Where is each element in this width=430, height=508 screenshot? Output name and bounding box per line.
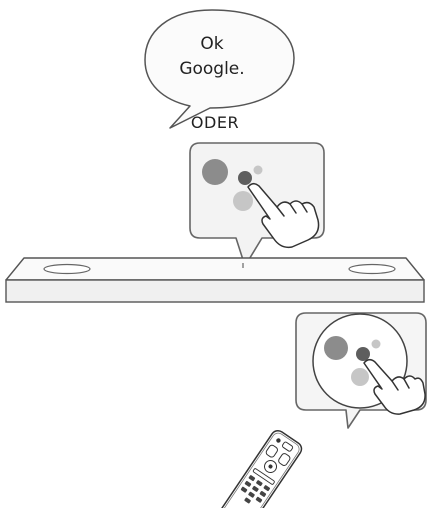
remote-control-icon [219, 429, 303, 508]
pointing-hand-icon [247, 183, 320, 249]
speech-text-ok: Ok [200, 34, 224, 54]
google-assistant-dots-icon [324, 336, 381, 386]
separator-label: ODER [190, 113, 240, 132]
pointing-hand-icon [363, 359, 426, 415]
speech-bubble-icon [144, 9, 295, 129]
google-assistant-dots-icon [202, 159, 263, 211]
speech-text-google: Google. [179, 59, 245, 79]
soundbar-icon [5, 257, 425, 303]
